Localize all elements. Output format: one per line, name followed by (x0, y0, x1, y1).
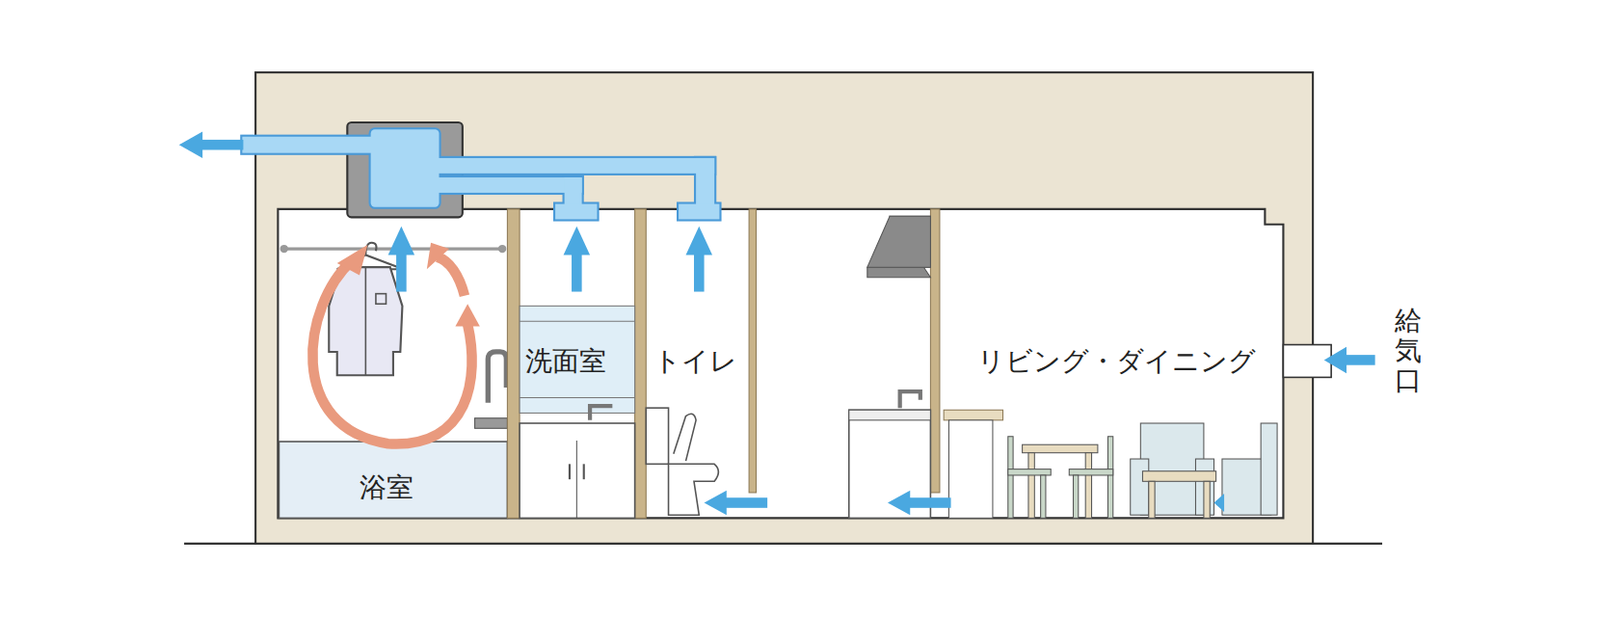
room-label: リビング・ダイニング (977, 345, 1256, 378)
room-label: 浴室 (359, 471, 414, 505)
room-label: トイレ (653, 345, 738, 378)
room-label: 洗面室 (525, 345, 607, 378)
inlet-label: 給気口 (1394, 306, 1422, 396)
